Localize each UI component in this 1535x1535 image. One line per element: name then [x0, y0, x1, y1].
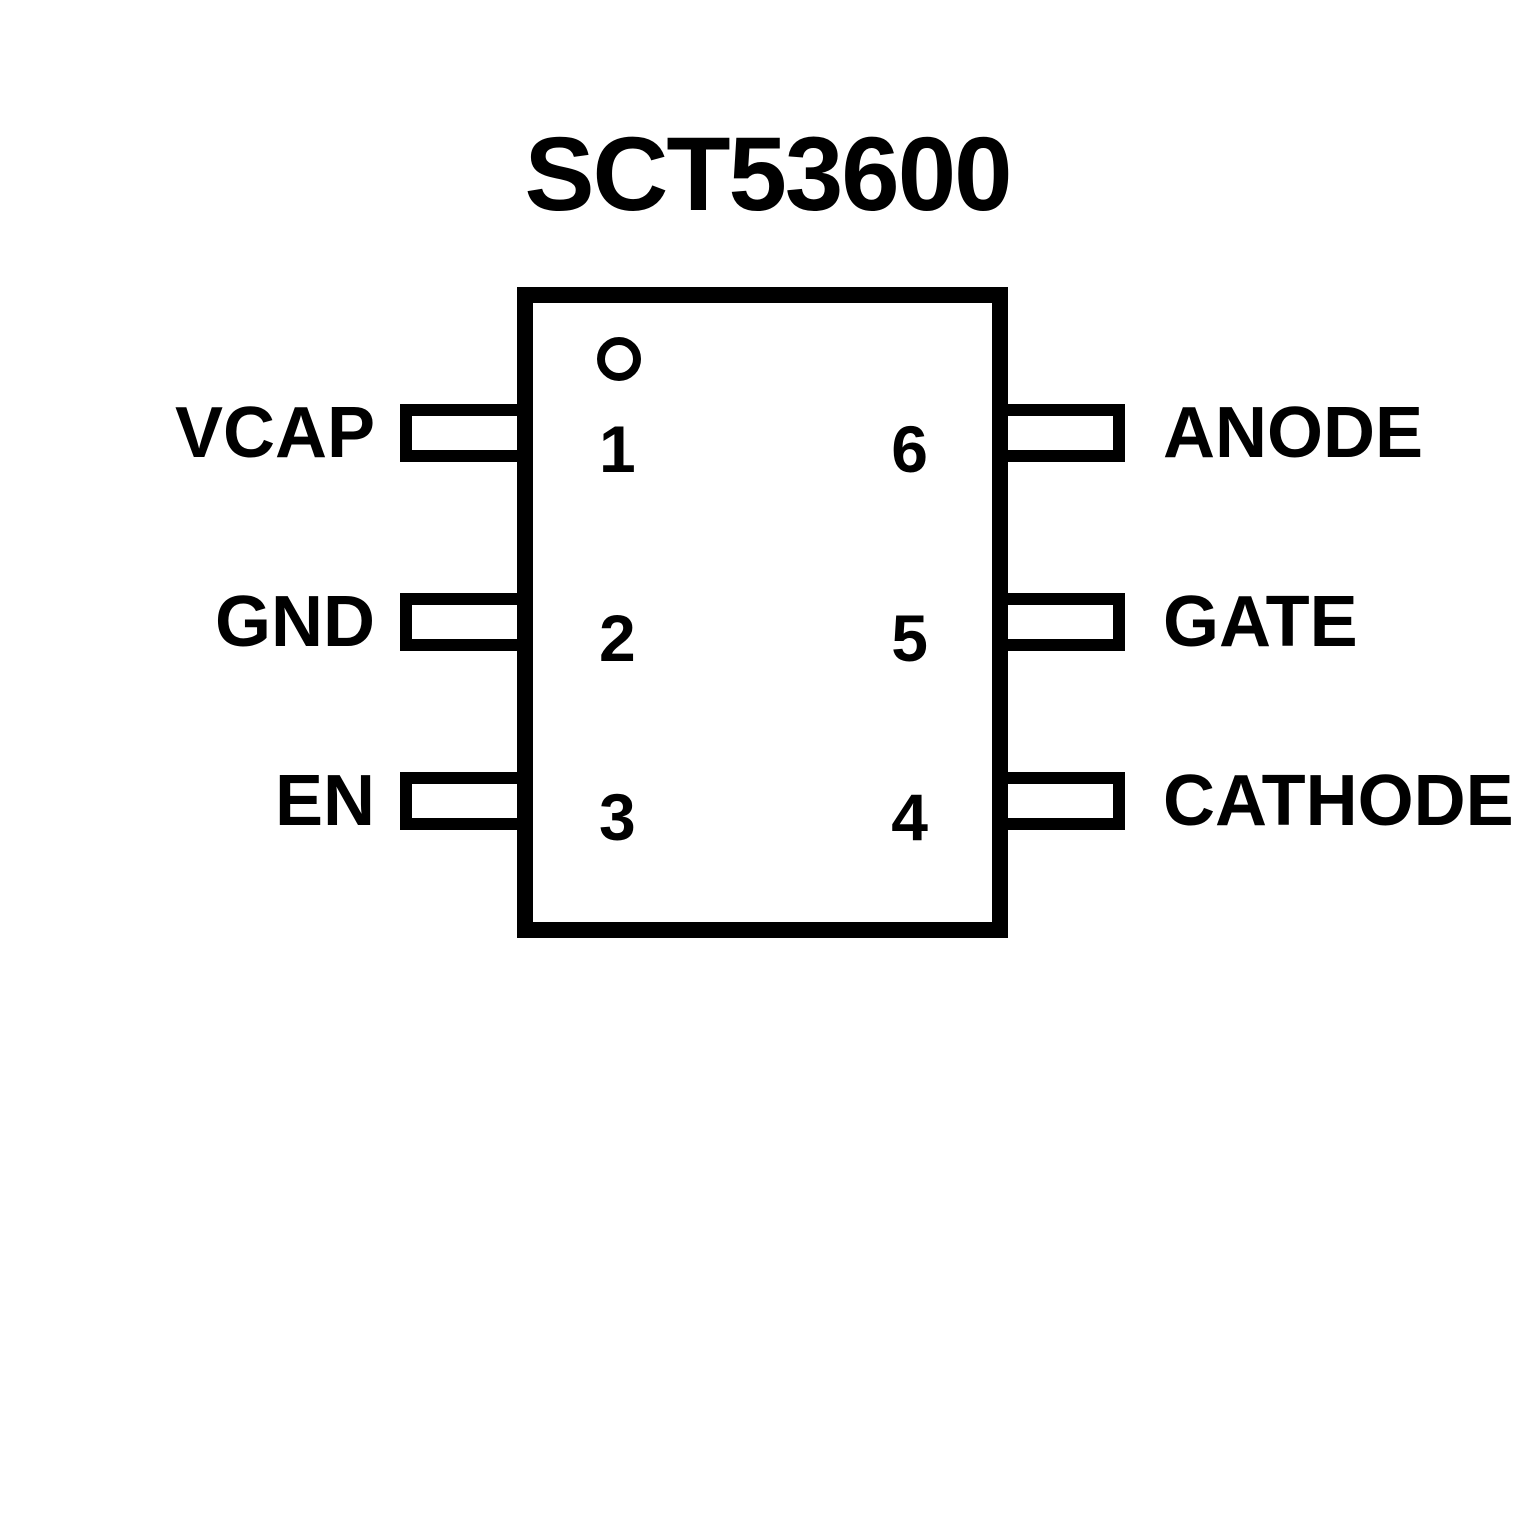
pin-stub-5: [1003, 593, 1125, 651]
pin-number-6: 6: [891, 412, 928, 486]
pin-label-anode: ANODE: [1163, 393, 1424, 473]
pin-label-cathode: CATHODE: [1163, 761, 1514, 841]
pin-number-1: 1: [599, 412, 636, 486]
chip-title: SCT53600: [524, 116, 1013, 233]
pin-label-en: EN: [274, 761, 375, 841]
pin-stub-1: [400, 404, 522, 462]
pin-number-2: 2: [599, 601, 636, 675]
pin-number-4: 4: [891, 780, 928, 854]
pin-label-vcap: VCAP: [174, 393, 375, 473]
pin-number-3: 3: [599, 780, 636, 854]
pin-stub-2: [400, 593, 522, 651]
pin-label-gnd: GND: [215, 582, 375, 662]
chip-body: 1 2 3 6 5 4: [517, 287, 1008, 938]
pin1-indicator-icon: [597, 337, 641, 381]
pin-label-gate: GATE: [1163, 582, 1358, 662]
pin-stub-6: [1003, 404, 1125, 462]
pin-stub-3: [400, 772, 522, 830]
pin-number-5: 5: [891, 601, 928, 675]
pin-stub-4: [1003, 772, 1125, 830]
